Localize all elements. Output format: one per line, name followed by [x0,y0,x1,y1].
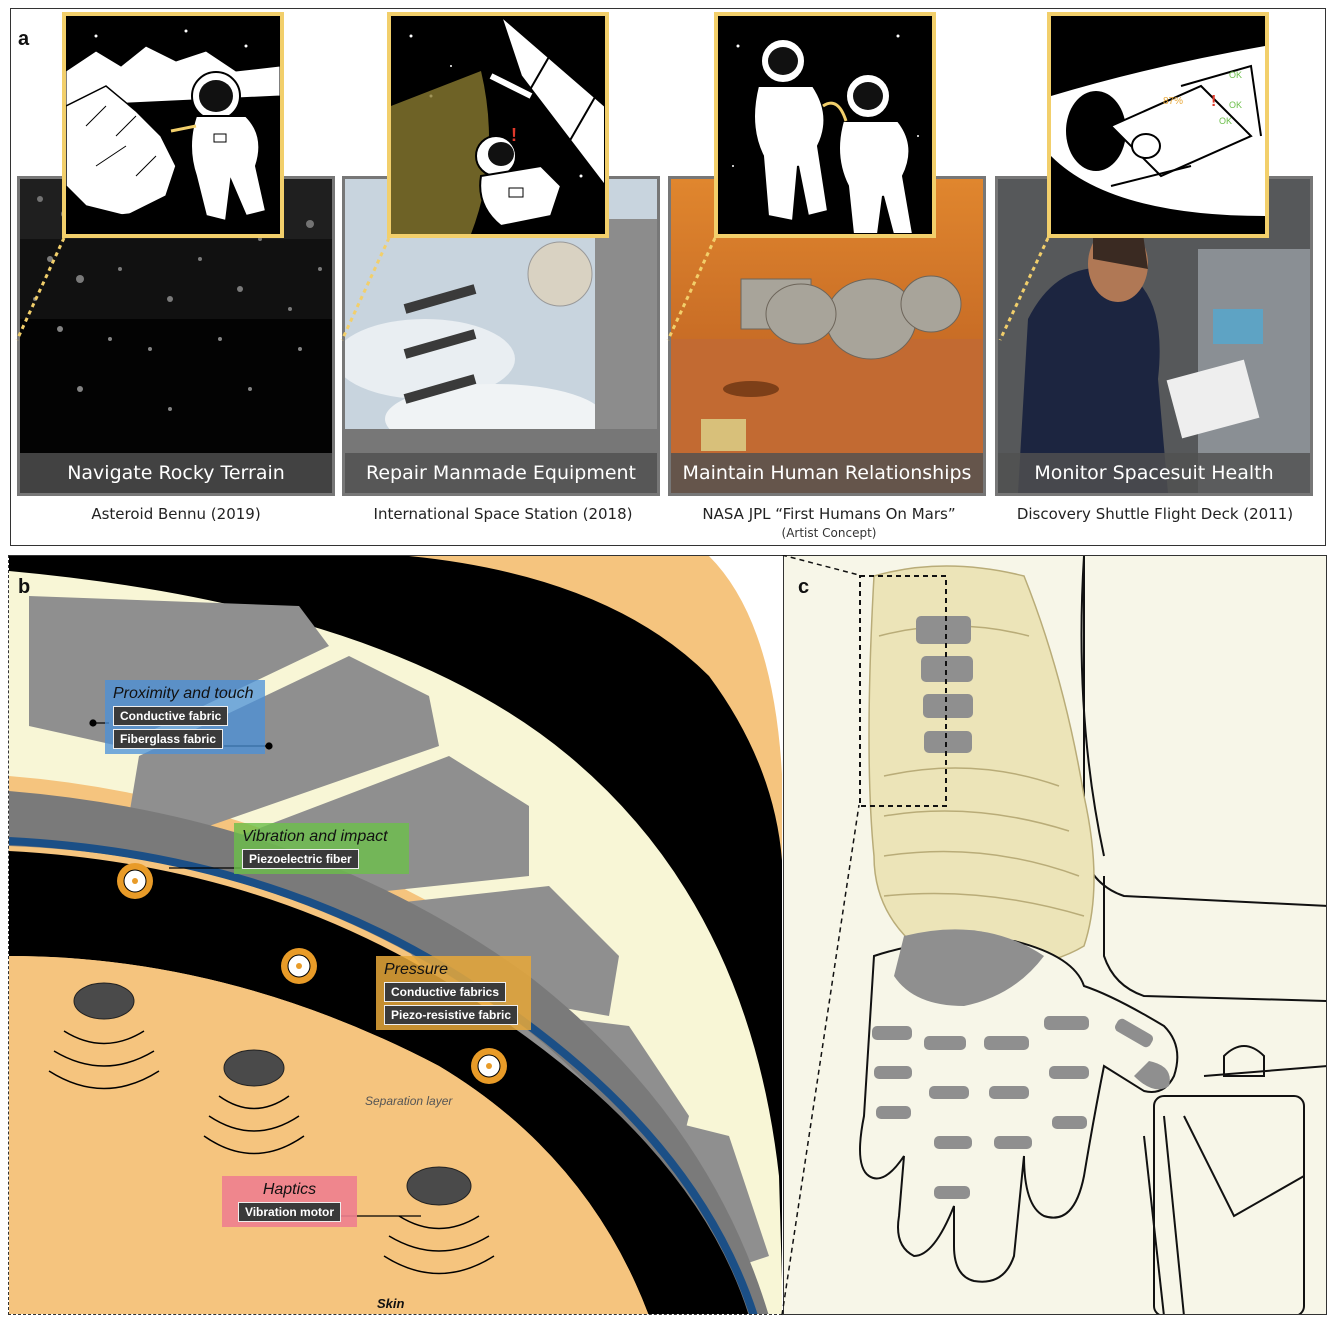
skin-label: Skin [377,1296,404,1311]
chip-vibration-motor: Vibration motor [238,1202,341,1222]
label-vibration-impact: Vibration and impact Piezoelectric fiber [234,823,409,874]
label-haptics: Haptics Vibration motor [222,1176,357,1227]
separation-layer-label: Separation layer [365,1094,452,1108]
inset-relationships [714,12,936,238]
chip-piezo-resistive-fabric: Piezo-resistive fabric [384,1005,518,1025]
astronaut-repair-illustration: ! [391,16,605,234]
caption-flight-deck: Discovery Shuttle Flight Deck (2011) [990,505,1320,523]
suit-layer-cross-section [9,556,782,1315]
caption-bennu: Asteroid Bennu (2019) [11,505,341,523]
label-pressure: Pressure Conductive fabrics Piezo-resist… [376,956,531,1030]
inset-suit-health: 87% ! OK OK OK [1047,12,1269,238]
suit-alert-text: ! [1211,93,1216,110]
label-vibration-title: Vibration and impact [242,828,401,846]
zoom-connector-lines [760,555,900,1319]
svg-text:!: ! [511,125,517,145]
panel-c-label: c [798,576,809,599]
chip-conductive-fabrics: Conductive fabrics [384,982,506,1002]
chip-fiberglass-fabric: Fiberglass fabric [113,729,223,749]
caption-iss: International Space Station (2018) [338,505,668,523]
panel-b: Proximity and touch Conductive fabric Fi… [8,555,782,1315]
inset-repair: ! [387,12,609,238]
suit-percent-text: 87% [1163,96,1183,107]
chip-conductive-fabric: Conductive fabric [113,706,228,726]
two-astronauts-illustration [718,16,932,234]
label-pressure-title: Pressure [384,961,523,979]
suit-ok-text-3: OK [1219,116,1232,126]
suit-ok-text-1: OK [1229,70,1242,80]
astronaut-terrain-illustration [66,16,280,234]
suit-ok-text-2: OK [1229,100,1242,110]
caption-mars: NASA JPL “First Humans On Mars” [664,505,994,523]
label-haptics-title: Haptics [230,1181,349,1199]
chip-piezoelectric-fiber: Piezoelectric fiber [242,849,359,869]
suit-health-illustration: 87% ! OK OK OK [1051,16,1265,234]
inset-terrain [62,12,284,238]
panel-b-label: b [18,576,30,599]
subcaption-mars: (Artist Concept) [664,526,994,540]
label-proximity-touch: Proximity and touch Conductive fabric Fi… [105,680,265,754]
label-proximity-title: Proximity and touch [113,685,257,703]
